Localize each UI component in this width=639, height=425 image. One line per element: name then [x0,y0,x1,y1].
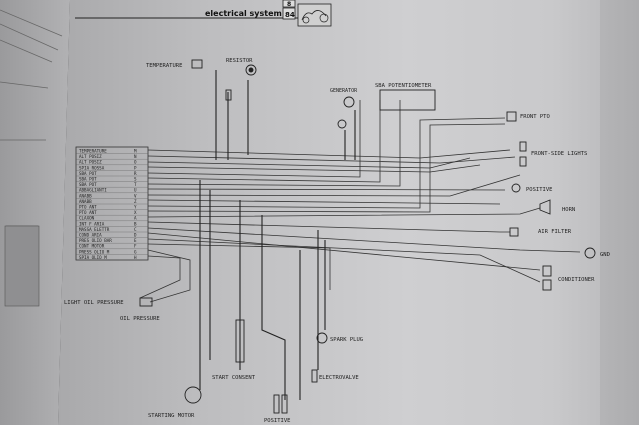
horn-symbol [539,199,551,215]
connector-row-label: ALT POSIZ [79,154,102,159]
label-conditioner: CONDITIONER [558,277,595,283]
main-page [58,0,639,425]
connector-row-pin: H [134,255,137,260]
component-symbols [139,59,596,414]
connector-row-pin: Z [134,199,137,204]
connector-row-pin: B [134,221,137,226]
connector-row-label: ANABB [79,199,92,204]
connector-row-pin: D [134,233,137,238]
section-title: electrical system [205,9,282,18]
positive-right-symbol [511,183,521,193]
sba-potentiometer-symbol [379,89,436,111]
connector-row-pin: S [134,177,137,182]
connector-row-label: PTO ANT [79,210,97,215]
connector-row-label: CONT MOTOR [79,244,105,249]
connector-row-label: MASSA ELETTR [79,227,110,232]
label-electrovalve: ELECTROVALVE [319,375,359,381]
connector-row-pin: A [134,216,137,221]
label-gnd: GND [600,252,610,258]
page-number-box [282,7,296,20]
header: electrical system 84 8 [75,0,332,27]
label-horn: HORN [562,207,575,213]
label-generator: GENERATOR [330,88,358,94]
top-number-box [282,0,296,8]
light-oil-pressure-symbol [139,297,153,307]
vertical-leads [199,70,356,400]
connector-row-label: TEMPERATURE [79,149,107,154]
connector-block: TEMPERATURE M ALT POSIZ N ALT POSIZ O SPIA ROS… [75,146,149,261]
page-number: 84 [285,11,295,19]
connector-row-pin: F [134,244,137,249]
connector-row-label: ALT POSIZ [79,160,102,165]
connector-row-pin: E [134,238,137,243]
spark-plug-symbol [316,332,328,344]
connector-row-pin: M [134,149,137,154]
connector-row-pin: T [134,182,137,187]
connector-row-label: SBA POT [79,177,97,182]
connector-row-label: SBA POT [79,171,97,176]
temperature-sensor-symbol [191,59,203,69]
conditioner-symbol [542,265,552,277]
connector-row-label: SPIA ROSSA [79,165,105,170]
connector-row-label: COND ARIA [79,233,102,238]
connector-row-pin: Y [134,205,137,210]
label-sba-potentiometer: SBA POTENTIOMETER [375,83,432,89]
connector-row-label: PRES OLIO BAR [79,238,112,243]
label-light-oil-pressure: LIGHT OIL PRESSURE [64,300,124,306]
generator-symbol [343,96,355,108]
connector-row-pin: O [134,160,137,165]
connector-row-label: PRESS OLIO M [79,249,110,254]
label-temperature: TEMPERATURE [146,63,182,69]
label-starting-motor: STARTING MOTOR [148,413,195,419]
start-consent-symbol [235,319,245,363]
connector-row-label: CLAXON [79,216,95,221]
connector-row-pin: N [134,154,137,159]
connector-row-label: ABBAGLIANTI [79,188,107,193]
resistor-symbol [245,64,257,76]
connector-row-label: SBA POT [79,182,97,187]
label-spark-plug: SPARK PLUG [330,337,363,343]
connector-row-pin: R [134,171,137,176]
connector-row-pin: P [134,165,137,170]
connector-row-pin: G [134,249,137,254]
connector-row-label: SPIA OLIO M [79,255,107,260]
label-front-pto: FRONT PTO [520,114,550,120]
connector-row-pin: V [134,193,137,198]
air-filter-symbol [509,227,519,237]
connector-row-pin: X [134,210,137,215]
label-positive-right: POSITIVE [526,187,553,193]
connector-row-label: PTO ANT [79,205,97,210]
harness-wires [139,100,581,303]
top-number: 8 [287,1,291,8]
label-start-consent: START CONSENT [212,375,256,381]
left-page-box [4,225,40,307]
connector-row-label: INT F ARIA [79,221,105,226]
connector-row-pin: U [134,188,137,193]
connector-row-pin: C [134,227,137,232]
starting-motor-symbol [184,386,202,404]
label-oil-pressure: OIL PRESSURE [120,316,160,322]
component-labels: TEMPERATURE RESISTOR GENERATOR SBA POTEN… [64,58,610,424]
positive-bottom-symbol [273,394,280,414]
front-pto-symbol [506,111,517,122]
label-front-side-lights: FRONT-SIDE LIGHTS [531,151,587,157]
gnd-symbol [584,247,596,259]
label-air-filter: AIR FILTER [538,229,572,235]
left-page [0,0,70,425]
label-resistor: RESISTOR [226,58,253,64]
label-positive-bottom: POSITIVE [264,418,291,424]
connector-row-label: ANABB [79,193,92,198]
electrovalve-symbol [311,369,318,383]
tractor-logo [297,3,332,27]
